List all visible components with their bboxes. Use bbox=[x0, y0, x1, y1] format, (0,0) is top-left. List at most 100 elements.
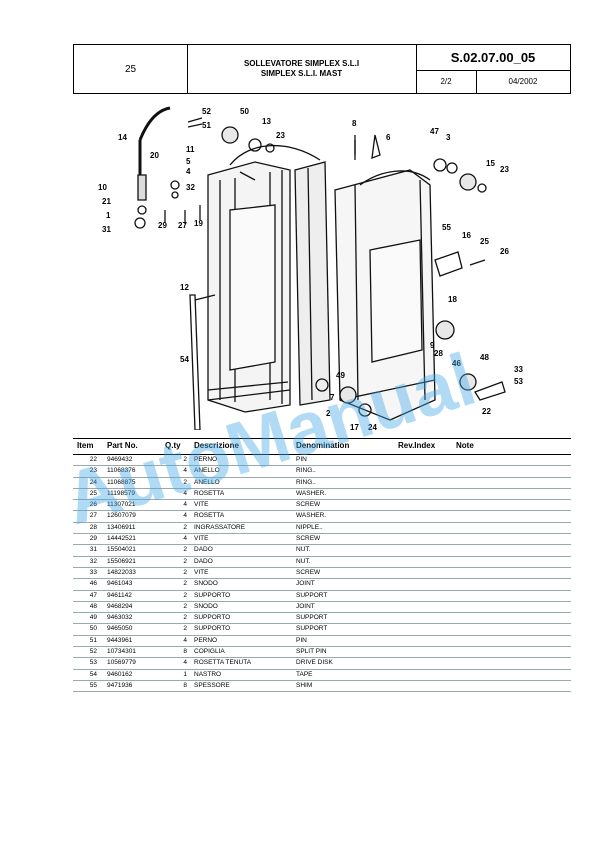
callout-7: 7 bbox=[330, 393, 335, 402]
callout-31: 31 bbox=[102, 225, 111, 234]
table-header: Item Part No. Q.ty Descrizione Denominat… bbox=[73, 438, 571, 455]
cell-qty: 4 bbox=[183, 636, 187, 644]
callout-4: 4 bbox=[186, 167, 191, 176]
callout-16: 16 bbox=[462, 231, 471, 240]
callout-14: 14 bbox=[118, 133, 127, 142]
cell-denomination: SUPPORT bbox=[296, 625, 328, 633]
cell-item: 26 bbox=[89, 501, 97, 509]
page-number: 25 bbox=[74, 45, 188, 93]
cell-item: 22 bbox=[89, 456, 97, 463]
cell-item: 28 bbox=[89, 523, 97, 531]
cell-part-no: 14822033 bbox=[107, 568, 136, 576]
callout-50: 50 bbox=[240, 107, 249, 116]
cell-part-no: 10734301 bbox=[107, 648, 136, 656]
cell-qty: 2 bbox=[183, 602, 187, 610]
cell-part-no: 14442521 bbox=[107, 535, 136, 543]
cell-denomination: PIN bbox=[296, 456, 307, 463]
header-item: Item bbox=[77, 441, 94, 450]
cell-part-no: 12607079 bbox=[107, 512, 136, 520]
cell-descrizione: ANELLO bbox=[194, 467, 220, 475]
callout-48: 48 bbox=[480, 353, 489, 362]
cell-item: 54 bbox=[89, 670, 97, 678]
callout-23b: 23 bbox=[500, 165, 509, 174]
callout-11: 11 bbox=[186, 145, 195, 154]
callout-29: 29 bbox=[158, 221, 167, 230]
cell-part-no: 9461043 bbox=[107, 580, 133, 588]
title-block: SOLLEVATORE SIMPLEX S.L.I SIMPLEX S.L.I.… bbox=[187, 45, 417, 93]
cell-item: 47 bbox=[89, 591, 97, 599]
callout-54: 54 bbox=[180, 355, 189, 364]
callout-33: 33 bbox=[514, 365, 523, 374]
cell-descrizione: SNODO bbox=[194, 602, 218, 610]
cell-denomination: SPLIT PIN bbox=[296, 648, 327, 656]
callout-52: 52 bbox=[202, 107, 211, 116]
callout-21: 21 bbox=[102, 197, 111, 206]
cell-item: 52 bbox=[89, 648, 97, 656]
callout-55: 55 bbox=[442, 223, 451, 232]
cell-denomination: NUT. bbox=[296, 546, 311, 554]
cell-qty: 4 bbox=[183, 501, 187, 509]
cell-qty: 4 bbox=[183, 659, 187, 667]
callout-53: 53 bbox=[514, 377, 523, 386]
callout-20: 20 bbox=[150, 151, 159, 160]
cell-descrizione: ROSETTA bbox=[194, 489, 225, 497]
callout-19: 19 bbox=[194, 219, 203, 228]
title-italian: SOLLEVATORE SIMPLEX S.L.I bbox=[243, 59, 360, 68]
cell-denomination: SHIM bbox=[296, 681, 313, 689]
cell-denomination: NIPPLE.. bbox=[296, 523, 323, 531]
cell-qty: 2 bbox=[183, 478, 187, 486]
cell-part-no: 10569779 bbox=[107, 659, 136, 667]
cell-descrizione: DADO bbox=[194, 546, 213, 554]
cell-part-no: 11068376 bbox=[107, 467, 136, 475]
title-english: SIMPLEX S.L.I. MAST bbox=[260, 69, 343, 78]
cell-qty: 2 bbox=[183, 614, 187, 622]
header-descrizione: Descrizione bbox=[194, 441, 239, 450]
callout-49: 49 bbox=[336, 371, 345, 380]
cell-part-no: 9461142 bbox=[107, 591, 132, 599]
cell-item: 23 bbox=[89, 467, 97, 475]
callout-15: 15 bbox=[486, 159, 495, 168]
callout-1: 1 bbox=[106, 211, 111, 220]
cell-part-no: 11307021 bbox=[107, 501, 136, 509]
cell-item: 25 bbox=[89, 489, 97, 497]
cell-denomination: RING.. bbox=[296, 478, 316, 486]
cell-qty: 8 bbox=[183, 648, 187, 656]
cell-part-no: 15504021 bbox=[107, 546, 136, 554]
callout-25: 25 bbox=[480, 237, 489, 246]
cell-qty: 2 bbox=[183, 568, 187, 576]
cell-descrizione: COPIGLIA bbox=[194, 648, 225, 656]
cell-qty: 4 bbox=[183, 512, 187, 520]
cell-denomination: SCREW bbox=[296, 568, 321, 576]
cell-denomination: SCREW bbox=[296, 535, 321, 543]
callout-6: 6 bbox=[386, 133, 391, 142]
table-row: 52 10734301 8 COPIGLIA SPLIT PIN bbox=[73, 647, 571, 659]
cell-descrizione: NASTRO bbox=[194, 670, 222, 678]
header-box: 25 SOLLEVATORE SIMPLEX S.L.I SIMPLEX S.L… bbox=[73, 44, 571, 94]
cell-part-no: 11198579 bbox=[107, 489, 135, 497]
cell-part-no: 9471936 bbox=[107, 681, 133, 689]
cell-item: 48 bbox=[89, 602, 97, 610]
cell-denomination: SCREW bbox=[296, 501, 321, 509]
callout-9: 9 bbox=[430, 341, 435, 350]
cell-denomination: SUPPORT bbox=[296, 591, 328, 599]
cell-descrizione: DADO bbox=[194, 557, 213, 565]
cell-qty: 2 bbox=[183, 580, 187, 588]
callout-47: 47 bbox=[430, 127, 439, 136]
cell-descrizione: VITE bbox=[194, 501, 209, 509]
cell-descrizione: PERNO bbox=[194, 636, 218, 644]
revision-date: 04/2002 bbox=[508, 77, 538, 86]
cell-part-no: 9463032 bbox=[107, 614, 133, 622]
header-qty: Q.ty bbox=[165, 441, 181, 450]
callout-3: 3 bbox=[446, 133, 451, 142]
